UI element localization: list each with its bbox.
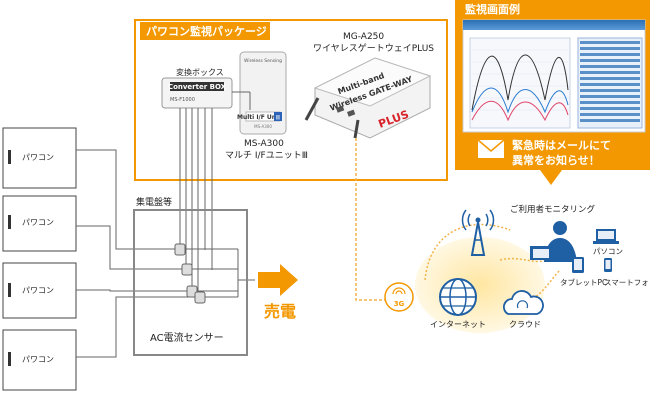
sensor-wires [179,91,251,298]
mail-icon [477,139,505,158]
alert-line1: 緊急時はメールにて [512,138,611,152]
gateway-name: ワイヤレスゲートウェイPLUS [313,42,434,54]
multi-unit-device-title: Multi I/F Unit [237,114,281,121]
internet-label: インターネット [430,320,486,329]
sensor-label: AC電流センサー [150,331,224,344]
inverter-boxes [2,127,77,391]
antenna-tower-icon [461,209,495,256]
tablet-label: タブレットPC [560,277,607,287]
inverter-box-3 [2,262,77,319]
unit-wires [204,108,213,270]
multi-unit-device: Wireless Sensing Multi I/F Unit Ⅲ MS-A30… [237,51,287,135]
inverter-box-1 [2,127,77,189]
internet-globe-icon [439,278,477,316]
converter-box-device-title: Converter BOX [168,83,227,91]
inverter-label-3: パワコン [22,286,54,295]
converter-box-device-model: MS-F1000 [170,97,195,103]
inverter-label-4: パワコン [22,355,54,364]
sale-arrow-icon [258,264,298,296]
gateway-device: Multi-band Wireless GATE-WAY PLUS [304,57,432,139]
wireless-link [355,138,385,301]
inverter-box-2 [2,195,77,252]
panel-frame [133,209,248,356]
cloud-label: クラウド [509,320,541,329]
power-lines [76,149,255,358]
gateway-model: MG-A250 [343,32,384,42]
mobile-network-label: 3G [394,300,405,308]
multi-unit-device-roman: Ⅲ [276,115,280,122]
package-label-bg [140,22,270,40]
monitor-panel-title: 監視画面例 [465,2,520,16]
multi-unit-model: MS-A300 [244,139,284,149]
pc-icon [593,229,619,244]
network-cloud [415,237,545,333]
converter-box-device: Converter BOX MS-F1000 [161,77,233,109]
package-label: パワコン監視パッケージ [146,24,267,38]
users-title: ご利用者モニタリング [510,204,596,215]
multi-unit-name: マルチ I/FユニットⅢ [225,150,308,161]
inverter-label-1: パワコン [22,153,54,162]
sale-label: 売電 [264,302,296,321]
converter-box-caption: 変換ボックス [176,67,224,77]
inverter-box-4 [2,329,77,391]
multi-unit-device-model: MS-A300 [254,124,272,129]
pc-label: パソコン [593,247,623,256]
alert-line2: 異常をお知らせ！ [512,153,600,167]
smartphone-icon [604,258,612,272]
screen-example [462,19,646,133]
current-sensors [174,243,206,304]
tablet-icon [572,257,584,273]
smartphone-label: スマートフォン [604,278,650,287]
package-frame [134,19,448,181]
mobile-network-icon: 3G [384,282,414,312]
panel-label: 集電盤等 [136,196,172,208]
cloud-icon [502,290,544,315]
multi-unit-device-brand: Wireless Sensing [244,58,282,64]
monitor-panel-pointer [540,170,562,185]
inverter-label-2: パワコン [22,218,54,227]
user-person-icon [530,221,577,262]
